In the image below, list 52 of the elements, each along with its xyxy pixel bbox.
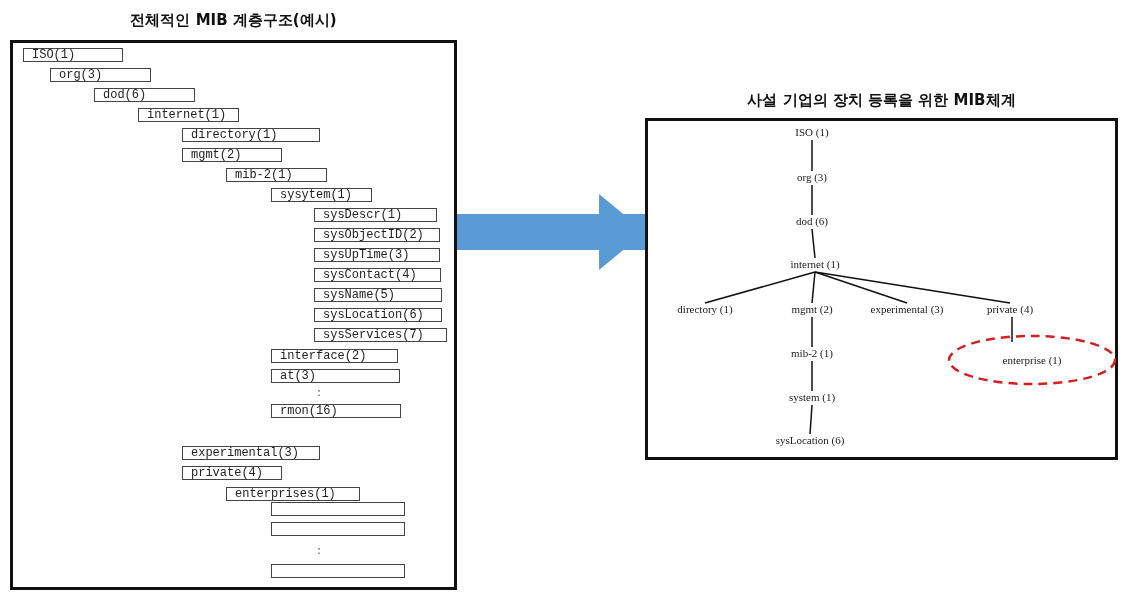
mib-object-box: sysObjectID(2) — [314, 228, 440, 242]
mib-object-box: sysUpTime(3) — [314, 248, 440, 262]
panel-title: 전체적인 MIB 계층구조(예시) — [129, 11, 338, 30]
continuation-dots: : — [316, 546, 322, 557]
tree-line — [704, 271, 816, 304]
mib-object-box: ISO(1) — [23, 48, 123, 62]
mib-object-box: at(3) — [271, 369, 400, 383]
tree-node-label: private (4) — [975, 303, 1045, 317]
mib-object-box: sysServices(7) — [314, 328, 447, 342]
tree-line — [811, 360, 813, 392]
tree-line — [811, 139, 813, 172]
mib-object-box: sysName(5) — [314, 288, 442, 302]
tree-line — [814, 271, 908, 304]
tree-node-label: org (3) — [782, 171, 842, 185]
mib-object-box: mgmt(2) — [182, 148, 282, 162]
tree-node-label: dod (6) — [782, 215, 842, 229]
mib-object-box: internet(1) — [138, 108, 239, 122]
block-arrow — [457, 194, 645, 270]
mib-object-box: sysytem(1) — [271, 188, 372, 202]
tree-line — [811, 316, 813, 348]
tree-line — [809, 404, 813, 435]
mib-object-box: rmon(16) — [271, 404, 401, 418]
tree-line — [811, 271, 816, 304]
mib-object-box: private(4) — [182, 466, 282, 480]
mib-object-box: sysContact(4) — [314, 268, 441, 282]
empty-box — [271, 564, 405, 578]
mib-object-box: org(3) — [50, 68, 151, 82]
mib-object-box: directory(1) — [182, 128, 320, 142]
mib-object-box: sysLocation(6) — [314, 308, 442, 322]
tree-node-label: mgmt (2) — [782, 303, 842, 317]
mib-object-box: mib-2(1) — [226, 168, 327, 182]
tree-node-label: mib-2 (1) — [782, 347, 842, 361]
mib-object-box: dod(6) — [94, 88, 195, 102]
tree-node-label: sysLocation (6) — [755, 434, 865, 448]
mib-object-box: interface(2) — [271, 349, 398, 363]
tree-line — [1011, 316, 1013, 343]
highlighted-node: enterprise (1) — [947, 334, 1117, 386]
mib-object-box: experimental(3) — [182, 446, 320, 460]
tree-node-label: experimental (3) — [862, 303, 952, 317]
tree-line — [811, 228, 816, 259]
tree-line — [811, 184, 813, 216]
tree-node-label: internet (1) — [775, 258, 855, 272]
tree-node-label: ISO (1) — [782, 126, 842, 140]
tree-node-label: system (1) — [782, 391, 842, 405]
panel-title: 사설 기업의 장치 등록을 위한 MIB체계 — [746, 91, 1017, 110]
tree-line — [814, 271, 1011, 304]
empty-box — [271, 502, 405, 516]
mib-object-box: sysDescr(1) — [314, 208, 437, 222]
empty-box — [271, 522, 405, 536]
mib-object-box: enterprises(1) — [226, 487, 360, 501]
tree-node-label: directory (1) — [660, 303, 750, 317]
continuation-dots: : — [316, 388, 322, 399]
